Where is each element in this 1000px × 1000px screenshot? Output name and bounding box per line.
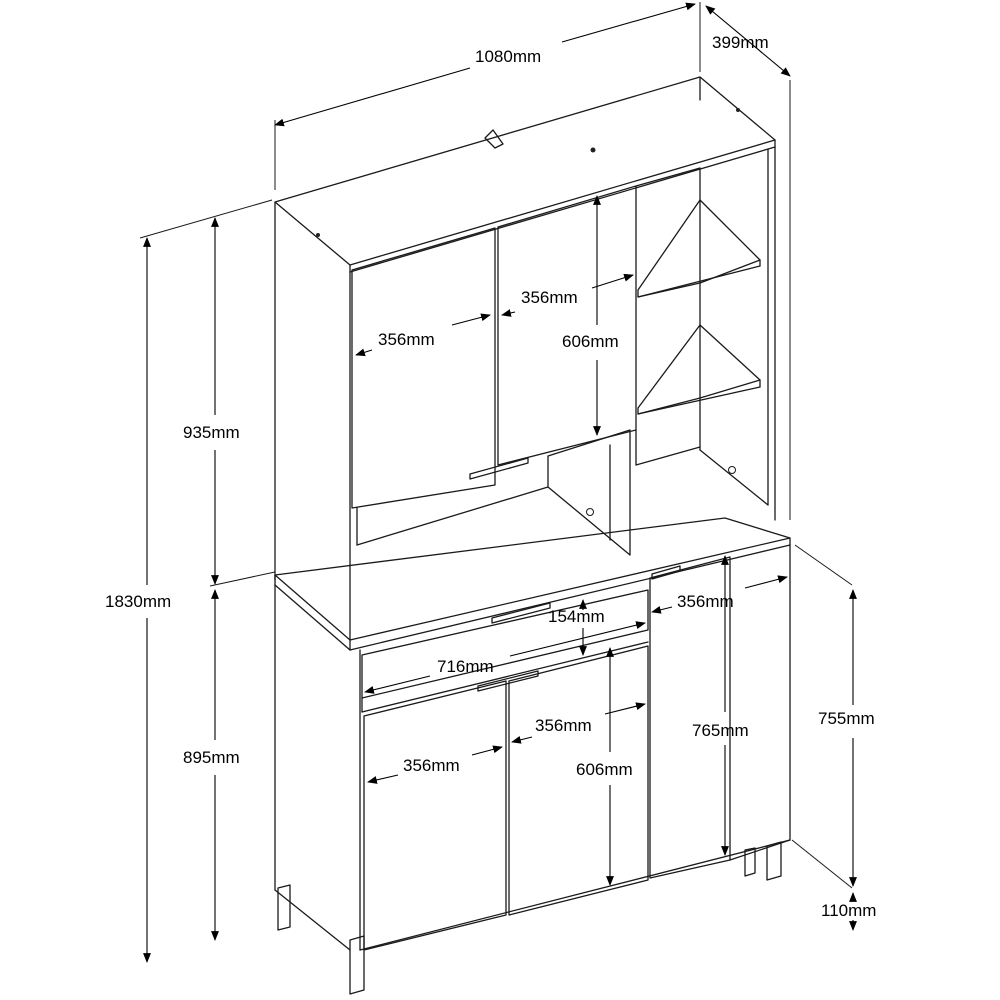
shelf-hole <box>586 508 594 516</box>
label-width-total: 1080mm <box>475 47 541 66</box>
leg-back-left <box>277 884 291 931</box>
label-depth: 399mm <box>712 33 769 52</box>
lower-door-left <box>363 680 507 951</box>
lower-door-handle <box>477 670 539 692</box>
label-base-height: 895mm <box>183 748 240 767</box>
upper-door-handle <box>469 457 529 480</box>
label-drawer-height: 154mm <box>548 607 605 626</box>
drawer-handle <box>491 602 551 624</box>
cabinet-body <box>274 76 791 995</box>
label-leg-height: 110mm <box>821 901 876 920</box>
shelf-lower <box>637 324 761 415</box>
label-upper-door-right-width: 356mm <box>521 288 578 307</box>
label-drawer-width: 716mm <box>437 657 494 676</box>
upper-door-right <box>497 185 637 466</box>
label-lower-door-height: 606mm <box>576 760 633 779</box>
leg-front-right <box>766 841 782 881</box>
shelf-upper <box>637 199 761 298</box>
drawer-front <box>361 589 649 699</box>
label-lower-door-right-width: 356mm <box>535 716 592 735</box>
side-door-handle <box>651 565 681 580</box>
worktop <box>274 517 791 641</box>
label-base-body-height: 755mm <box>818 709 875 728</box>
hinge-bracket <box>484 129 504 149</box>
label-side-door-height: 765mm <box>692 721 749 740</box>
leg-front-left <box>349 935 365 995</box>
label-lower-door-left-width: 356mm <box>403 756 460 775</box>
label-upper-door-height: 606mm <box>562 332 619 351</box>
label-side-door-width: 356mm <box>677 592 734 611</box>
leg-back-right <box>744 847 756 877</box>
label-hutch-height: 935mm <box>183 423 240 442</box>
upper-door-left <box>351 227 496 509</box>
dimension-labels: 1080mm 399mm 1830mm 935mm 895mm 356mm 35… <box>105 33 876 920</box>
label-upper-door-left-width: 356mm <box>378 330 435 349</box>
dimension-lines <box>139 2 857 963</box>
shelf-hole <box>728 466 736 474</box>
label-height-total: 1830mm <box>105 592 171 611</box>
lower-door-right <box>508 645 649 916</box>
niche-divider <box>547 429 631 556</box>
